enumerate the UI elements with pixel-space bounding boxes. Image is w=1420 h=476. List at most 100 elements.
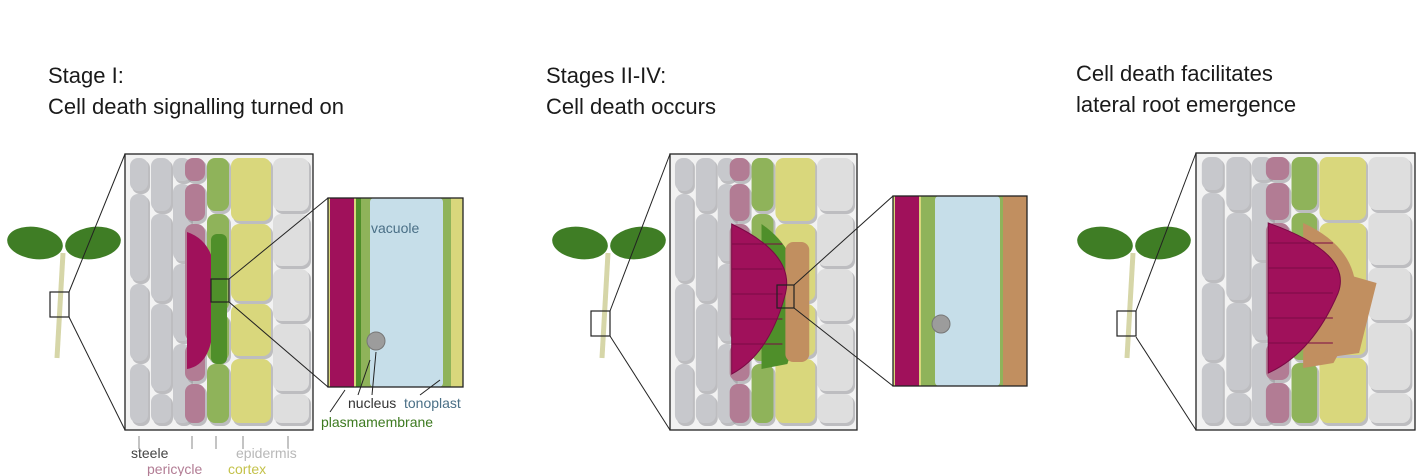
root-box-frame <box>669 153 858 431</box>
steele-label: steele <box>131 445 169 461</box>
zoom-line <box>1135 152 1197 312</box>
pericycle-label: pericycle <box>147 461 202 476</box>
epidermis-cell <box>273 269 309 321</box>
pericycle-cell <box>1265 157 1290 180</box>
cortex-cell <box>1319 157 1367 220</box>
zoom-line <box>357 359 371 396</box>
cotyledon-right <box>65 226 121 260</box>
cortex-cell <box>231 224 271 301</box>
inset-vacuole <box>935 196 1000 386</box>
steele-cell <box>695 158 716 211</box>
cotyledon-right <box>1135 226 1191 260</box>
steele-cell <box>1226 157 1250 210</box>
root <box>1124 252 1136 359</box>
cortex-cell <box>231 359 271 423</box>
zoom-line <box>609 335 671 431</box>
steele-cell <box>674 158 693 191</box>
epidermis-label: epidermis <box>236 445 297 461</box>
dying-pericycle <box>187 232 216 369</box>
zoom-line <box>1135 336 1197 431</box>
inset-pericycle <box>330 198 354 387</box>
cortex-cell <box>775 158 816 221</box>
inset-plasmamembrane <box>356 198 361 387</box>
epidermis-cell <box>817 324 854 391</box>
panel2-title-line1: Stages II-IV: <box>546 63 667 88</box>
endodermis-cell <box>1291 157 1318 210</box>
pericycle-cell <box>1265 383 1290 423</box>
cortex-cell <box>231 304 271 356</box>
zoom-line <box>609 153 671 312</box>
steele-cell <box>1201 283 1223 360</box>
steele-cell <box>151 304 171 391</box>
endodermis-signalling <box>211 234 227 364</box>
tissue-labels: vacuole nucleus tonoplast plasmamembrane… <box>131 220 461 476</box>
epidermis-cell <box>273 214 309 266</box>
inset-vacuole <box>370 198 443 387</box>
steele-cell <box>1226 213 1250 300</box>
pericycle-cell <box>729 184 750 221</box>
zoom-line <box>228 301 329 388</box>
panel-stages-2-4 <box>552 153 1028 431</box>
epidermis-cell <box>817 214 854 266</box>
root-box-frame <box>124 153 314 431</box>
steele-cell <box>130 284 148 361</box>
steele-cell <box>130 364 148 423</box>
epidermis-cell <box>817 394 854 423</box>
steele-cell <box>674 194 693 281</box>
cotyledon-left <box>1077 226 1133 260</box>
cortex-label: cortex <box>228 461 266 476</box>
panel3-title-line1: Cell death facilitates <box>1076 61 1273 86</box>
tonoplast-label: tonoplast <box>404 395 461 411</box>
zoom-line <box>793 195 894 286</box>
cotyledon-left <box>552 226 608 260</box>
cotyledon-right <box>610 226 666 260</box>
root <box>599 252 611 359</box>
zoom-box <box>49 291 70 318</box>
steele-cell <box>695 214 716 301</box>
pericycle-cell <box>1265 183 1290 220</box>
plasmamembrane-label: plasmamembrane <box>321 414 433 430</box>
epidermis-cell <box>1368 393 1411 423</box>
cortex-cell <box>1319 358 1367 423</box>
steele-cell <box>695 304 716 391</box>
panel1-title-line2: Cell death signalling turned on <box>48 94 344 119</box>
inset-dead-cell <box>1003 196 1027 386</box>
nucleus-label: nucleus <box>348 395 396 411</box>
cortex-cell-dead <box>785 242 810 362</box>
cotyledon-left <box>7 226 63 260</box>
root-box-frame <box>1195 152 1416 431</box>
zoom-line <box>793 307 894 387</box>
inset-frame <box>327 197 464 388</box>
endodermis-cell <box>207 364 229 423</box>
endodermis-cell <box>751 364 774 423</box>
vacuole-label: vacuole <box>371 220 419 236</box>
zoom-box <box>1116 310 1137 337</box>
inset-frame <box>892 195 1028 387</box>
steele-cell <box>151 214 171 301</box>
nucleus <box>366 331 386 351</box>
panel-stage-1 <box>7 153 464 449</box>
steele-cell <box>130 158 148 191</box>
zoom-line <box>68 153 126 293</box>
root <box>54 252 66 359</box>
zoom-line <box>329 389 346 413</box>
endodermis-cell <box>207 158 229 211</box>
steele-cell <box>674 284 693 361</box>
steele-cell <box>1226 303 1250 390</box>
steele-cell <box>1201 193 1223 280</box>
epidermis-cell <box>1368 157 1411 210</box>
lateral-root-primordium <box>1267 222 1341 374</box>
panel3-title: Cell death facilitates lateral root emer… <box>1076 58 1296 120</box>
epidermis-cell <box>273 324 309 391</box>
epidermis-cell <box>1368 268 1411 320</box>
zoom-box <box>210 278 230 303</box>
zoom-box <box>776 284 795 309</box>
steele-cell <box>151 394 171 423</box>
epidermis-cell <box>273 158 309 211</box>
cortex-cell <box>231 158 271 221</box>
steele-cell <box>130 194 148 281</box>
pericycle-cell <box>185 184 205 221</box>
epidermis-cell <box>817 158 854 211</box>
panel2-title-line2: Cell death occurs <box>546 94 716 119</box>
